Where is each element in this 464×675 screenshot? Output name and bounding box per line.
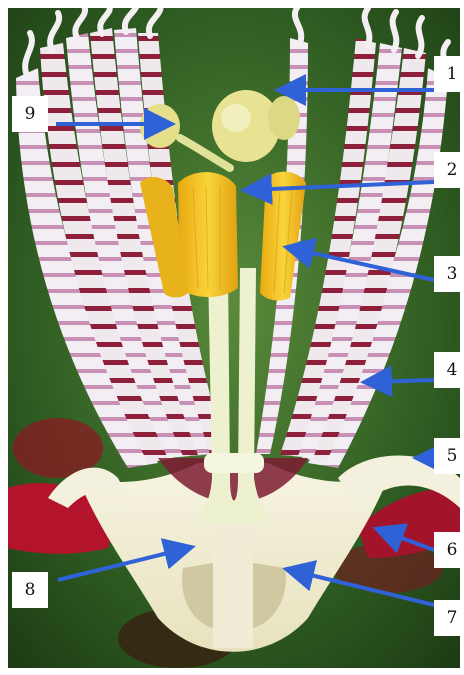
label-8: 8	[12, 572, 48, 608]
label-7: 7	[434, 600, 464, 636]
arrow-7	[290, 570, 434, 605]
label-1: 1	[434, 56, 464, 92]
label-2: 2	[434, 152, 464, 188]
label-3: 3	[434, 256, 464, 292]
arrow-4	[368, 380, 434, 382]
arrow-6	[380, 530, 434, 550]
label-9: 9	[12, 96, 48, 132]
label-5: 5	[434, 438, 464, 474]
arrow-8	[58, 548, 188, 580]
label-6: 6	[434, 532, 464, 568]
arrow-2	[248, 182, 434, 190]
label-4: 4	[434, 352, 464, 388]
arrow-3	[290, 248, 434, 280]
